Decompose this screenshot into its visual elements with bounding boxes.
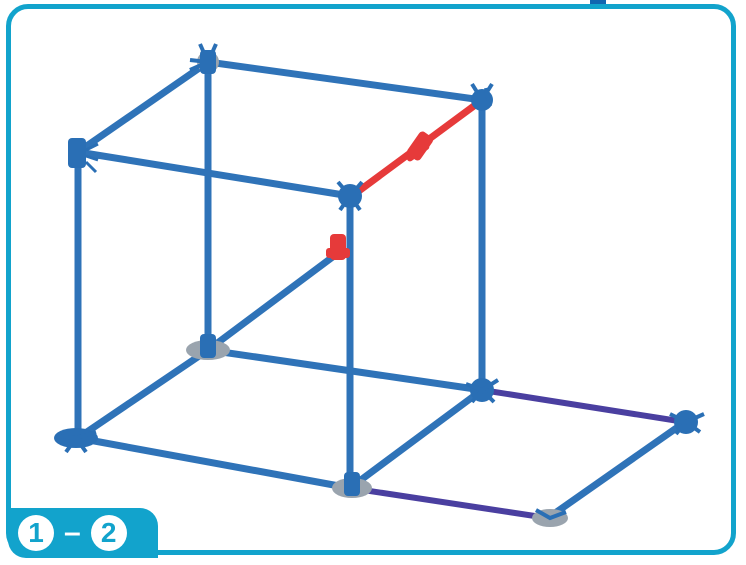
connector-bottom-back-left [186, 334, 230, 360]
red-connector-lower [326, 234, 350, 260]
step-end-number: 2 [90, 515, 127, 551]
connectors [54, 43, 705, 527]
connector-top-back-left [189, 43, 219, 74]
step-start-number: 1 [18, 515, 54, 551]
rod-top-back [204, 58, 486, 104]
purple-rods [347, 387, 688, 521]
step-range-badge: 1 – 2 [8, 508, 158, 558]
rod-purple-back [479, 387, 688, 425]
connector-bottom-front-left [54, 428, 98, 454]
connector-extension-front [532, 508, 568, 527]
connector-top-front-right [336, 180, 364, 212]
rod-top-left [74, 58, 212, 156]
red-parts [326, 96, 486, 260]
connector-bottom-front-right [332, 472, 372, 498]
step-range-separator: – [64, 516, 81, 549]
connector-bottom-back-right [465, 378, 500, 404]
connector-top-front-left [68, 138, 99, 174]
header-tab-marker [590, 0, 606, 6]
rod-bottom-left [74, 346, 212, 442]
red-connector-upper [404, 131, 434, 162]
rod-purple-front [347, 485, 551, 521]
rod-bottom-right [346, 386, 486, 492]
rod-extension-right [544, 418, 689, 522]
rod-diagonal-to-red [204, 252, 338, 354]
rod-bottom-back [204, 346, 486, 394]
connector-top-back-right [470, 82, 494, 111]
connector-extension-back [669, 410, 705, 436]
diagram-frame [6, 4, 736, 555]
rod-top-front [74, 148, 354, 200]
rod-bottom-front [74, 434, 354, 492]
blue-rods [74, 58, 689, 522]
